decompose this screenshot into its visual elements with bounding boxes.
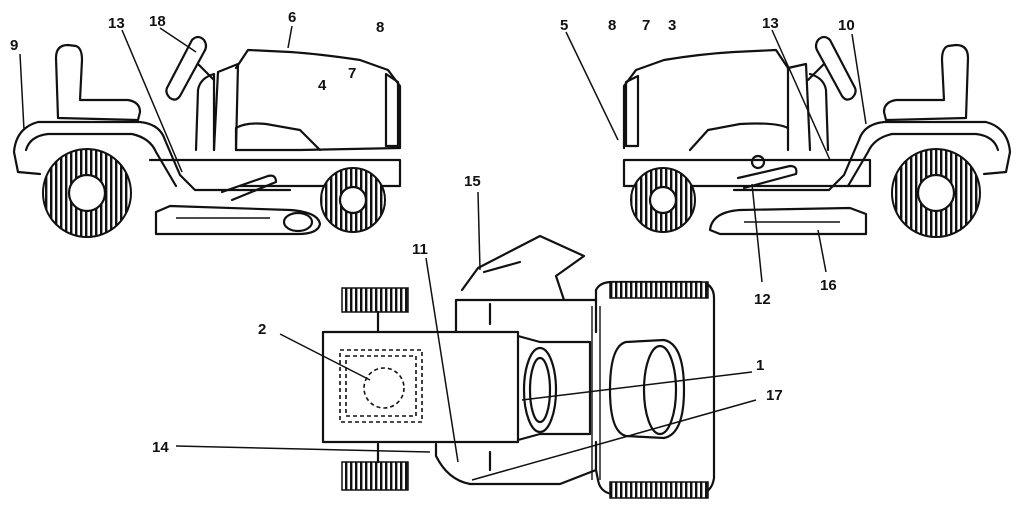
left-rear-fender	[12, 120, 292, 192]
callout-12: 12	[754, 291, 771, 308]
top-view	[321, 234, 716, 499]
callout-6: 6	[288, 9, 296, 26]
right-seat	[882, 43, 970, 122]
right-rear-fender	[732, 120, 1012, 192]
callout-13-right: 13	[762, 15, 779, 32]
left-hood	[234, 48, 402, 152]
top-rear-body	[321, 330, 520, 444]
top-front-tire-lower	[609, 481, 709, 499]
right-steering-wheel	[814, 35, 857, 101]
leader-lines	[19, 25, 867, 481]
right-mower-deck	[708, 206, 868, 236]
callout-14: 14	[152, 439, 169, 456]
right-hood	[622, 48, 790, 152]
callout-7-right: 7	[642, 17, 650, 34]
callout-8-right: 8	[608, 17, 616, 34]
callout-18: 18	[149, 13, 166, 30]
callout-10: 10	[838, 17, 855, 34]
left-steering-wheel	[165, 35, 208, 101]
left-mower-deck	[154, 204, 322, 236]
left-side-view	[12, 35, 402, 238]
callout-3: 3	[668, 17, 676, 34]
callout-4: 4	[318, 77, 327, 94]
callout-13-left: 13	[108, 15, 125, 32]
top-rear-tire-upper	[341, 287, 409, 313]
top-front-tire-upper	[609, 281, 709, 299]
callout-9: 9	[10, 37, 18, 54]
callout-8-left: 8	[376, 19, 384, 36]
callout-2: 2	[258, 321, 266, 338]
callout-17: 17	[766, 387, 783, 404]
callout-15: 15	[464, 173, 481, 190]
callout-5: 5	[560, 17, 568, 34]
callout-labels: 9 13 18 6 4 7 8 5 8 7 3 13 10 12 16 15 1…	[10, 9, 855, 456]
callout-16: 16	[820, 277, 837, 294]
right-side-view	[622, 35, 1012, 238]
top-seat-outline	[339, 349, 423, 423]
callout-7-left: 7	[348, 65, 356, 82]
top-discharge-chute	[460, 234, 586, 302]
callout-11: 11	[412, 241, 428, 258]
top-hood	[594, 280, 716, 496]
top-rear-tire-lower	[341, 461, 409, 491]
callout-1: 1	[756, 357, 764, 374]
left-seat	[54, 43, 142, 122]
